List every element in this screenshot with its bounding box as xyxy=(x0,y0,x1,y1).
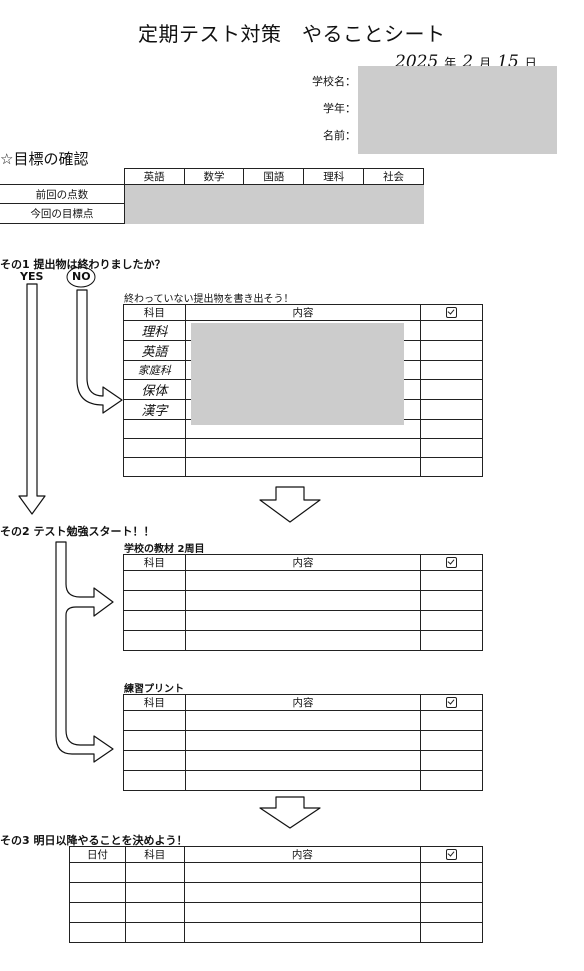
page-title: 定期テスト対策 やることシート xyxy=(138,22,446,46)
subject-math: 数学 xyxy=(183,168,245,185)
down-arrow-1 xyxy=(259,486,321,523)
col-date: 日付 xyxy=(69,846,126,863)
no-curve-arrow xyxy=(76,289,123,414)
date-month: 2 xyxy=(462,52,474,72)
step2-branch-arrow xyxy=(55,541,114,763)
yes-label: YES xyxy=(20,270,44,283)
yes-down-arrow xyxy=(18,283,46,515)
goals-table: 英語 数学 国語 理科 社会 前回の点数 今回の目標点 xyxy=(0,168,424,224)
grade-label: 学年： xyxy=(323,102,356,115)
step2-table2-caption: 練習プリント xyxy=(124,684,184,695)
redacted-info-box xyxy=(358,66,557,154)
step2-heading: その2 テスト勉強スタート！！ xyxy=(0,525,155,538)
no-circle xyxy=(66,266,96,288)
school-materials-table: 科目 内容 xyxy=(123,554,483,651)
hw-subject-3: 家庭科 xyxy=(123,360,186,380)
hw-subject-4: 保体 xyxy=(123,379,186,400)
col-check xyxy=(420,694,483,711)
future-plan-table: 日付 科目 内容 xyxy=(69,846,483,943)
checkbox-icon xyxy=(446,557,458,568)
step1-caption: 終わっていない提出物を書き出そう！ xyxy=(124,294,294,305)
down-arrow-2 xyxy=(259,796,321,829)
step1-heading: その1 提出物は終わりましたか？ xyxy=(0,258,166,271)
subject-english: 英語 xyxy=(123,168,185,185)
col-content: 内容 xyxy=(183,846,422,863)
redacted-scores xyxy=(124,184,424,224)
hw-subject-5: 漢字 xyxy=(123,399,186,420)
target-score-label: 今回の目標点 xyxy=(0,203,125,224)
subject-japanese: 国語 xyxy=(243,168,305,185)
checkbox-icon xyxy=(446,697,458,708)
school-label: 学校名： xyxy=(312,75,356,88)
goals-heading: ☆目標の確認 xyxy=(0,150,89,168)
name-label: 名前： xyxy=(323,129,356,142)
checkbox-icon xyxy=(446,307,458,318)
subject-social: 社会 xyxy=(363,168,424,185)
step3-heading: その3 明日以降やることを決めよう！ xyxy=(0,834,188,847)
practice-print-table: 科目 内容 xyxy=(123,694,483,791)
checkbox-icon xyxy=(446,849,458,860)
redacted-content xyxy=(191,323,404,425)
no-label: NO xyxy=(72,270,91,283)
step2-table1-caption: 学校の教材 2周目 xyxy=(124,544,205,555)
